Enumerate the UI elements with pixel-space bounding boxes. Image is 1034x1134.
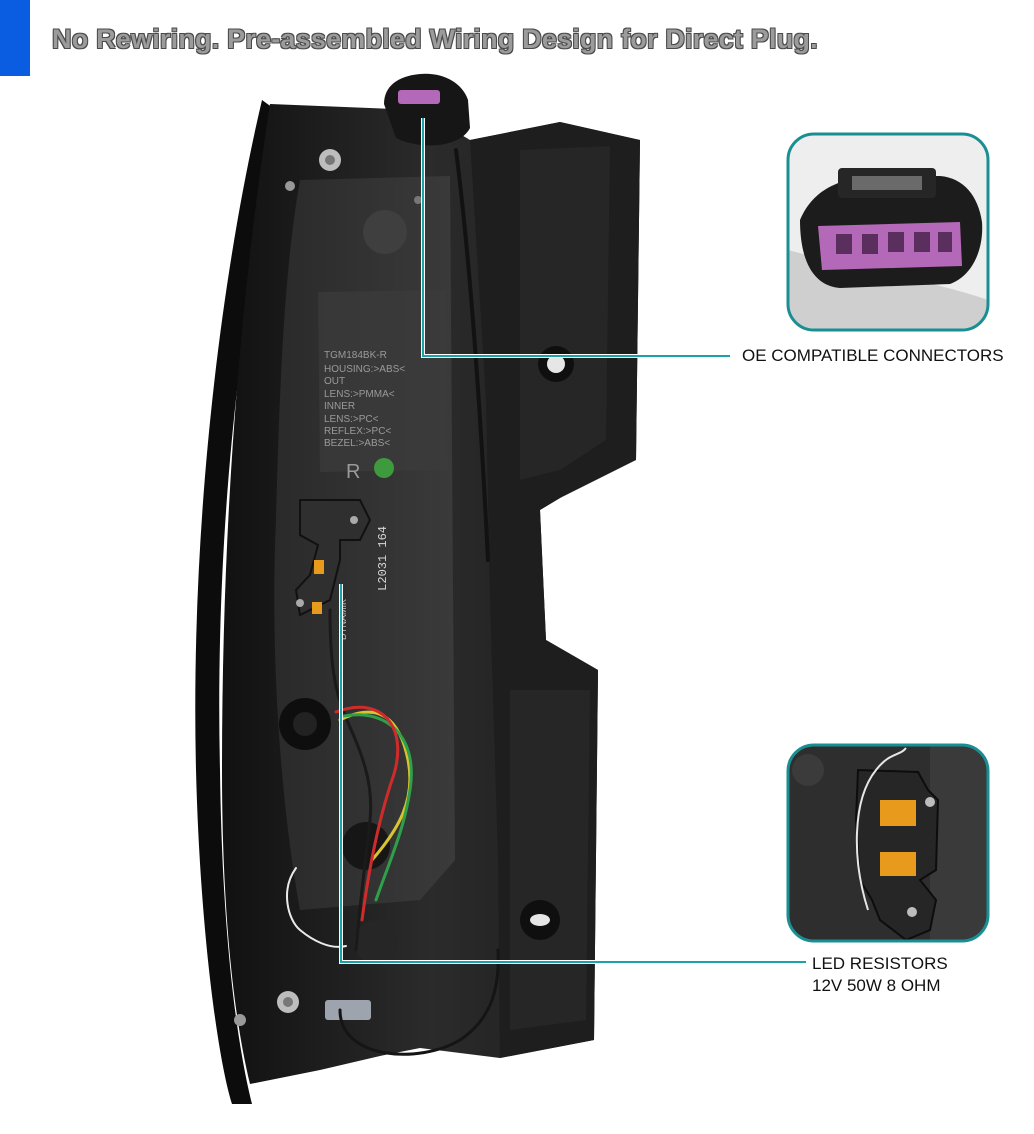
connector-closeup-inset xyxy=(786,132,990,332)
accent-bar xyxy=(0,0,30,76)
callout-connectors-label: OE COMPATIBLE CONNECTORS xyxy=(742,346,1004,365)
housing-material-line: INNER xyxy=(324,401,355,412)
housing-material-line: BEZEL:>ABS< xyxy=(324,438,390,449)
housing-material-line: LENS:>PC< xyxy=(324,414,379,425)
housing-material-line: HOUSING:>ABS< xyxy=(324,364,405,375)
page-headline: No Rewiring. Pre-assembled Wiring Design… xyxy=(52,24,818,54)
housing-material-line: OUT xyxy=(324,376,345,387)
housing-side-mark: R xyxy=(346,461,360,483)
housing-part-number: TGM184BK-R xyxy=(324,350,387,361)
resistor-module xyxy=(294,499,372,617)
tail-light-housing xyxy=(195,100,640,1104)
housing-material-line: REFLEX:>PC< xyxy=(324,426,391,437)
callout-resistors-spec: 12V 50W 8 OHM xyxy=(812,976,941,995)
wiring-harness xyxy=(286,148,500,1056)
resistor-closeup-inset xyxy=(786,743,990,943)
housing-material-line: LENS:>PMMA< xyxy=(324,389,395,400)
housing-connector xyxy=(384,73,470,146)
callout-lines xyxy=(339,118,806,964)
housing-markings: TGM184BK-R HOUSING:>ABS< OUT LENS:>PMMA<… xyxy=(324,350,405,640)
housing-stamp-code: L2031 164 xyxy=(376,526,390,591)
recycle-badge xyxy=(374,458,394,478)
callout-resistors-label: LED RESISTORS xyxy=(812,954,948,973)
